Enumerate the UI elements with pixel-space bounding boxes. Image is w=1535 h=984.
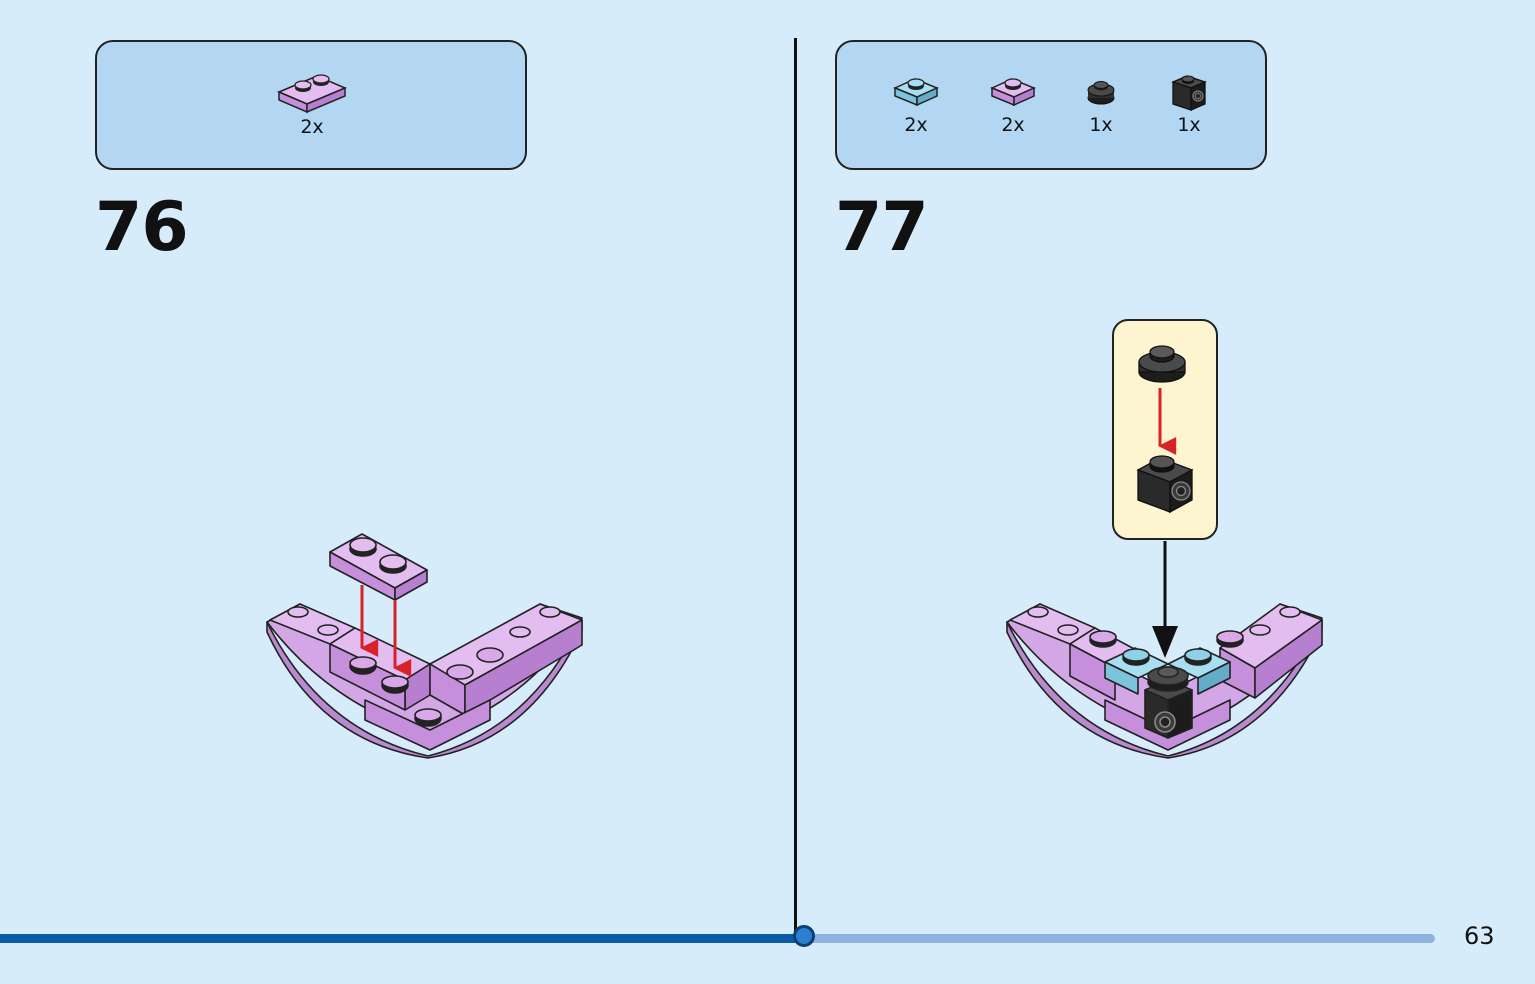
part-quantity: 1x xyxy=(1177,114,1201,136)
sub-assembly-illustration xyxy=(1136,345,1194,514)
parts-list-step-77: 2x 2x 1x 1x xyxy=(835,40,1267,170)
lavender-plate-1x2-icon xyxy=(277,74,347,114)
part-item: 1x xyxy=(1169,72,1209,136)
part-item: 2x xyxy=(990,72,1036,136)
black-brick-stud-side-icon xyxy=(1171,75,1207,111)
part-quantity: 2x xyxy=(300,116,324,138)
part-quantity: 1x xyxy=(1089,114,1113,136)
page-divider xyxy=(794,38,797,938)
light-blue-plate-1x1-icon xyxy=(893,78,939,107)
part-item: 2x xyxy=(277,72,347,138)
progress-fill xyxy=(0,934,804,943)
parts-list-step-76: 2x xyxy=(95,40,527,170)
step-number-77: 77 xyxy=(835,188,929,267)
part-quantity: 2x xyxy=(1001,114,1025,136)
connector-arrowhead xyxy=(1152,626,1178,658)
step-76-model-illustration xyxy=(266,533,583,759)
lavender-plate-1x1-icon xyxy=(990,78,1036,107)
page-number: 63 xyxy=(1464,922,1495,950)
part-quantity: 2x xyxy=(904,114,928,136)
progress-knob xyxy=(793,925,815,947)
black-round-plate-icon xyxy=(1087,81,1115,105)
step-77-model-illustration xyxy=(1006,603,1323,759)
part-item: 2x xyxy=(893,72,939,136)
step-number-76: 76 xyxy=(95,188,189,267)
part-item: 1x xyxy=(1085,72,1117,136)
